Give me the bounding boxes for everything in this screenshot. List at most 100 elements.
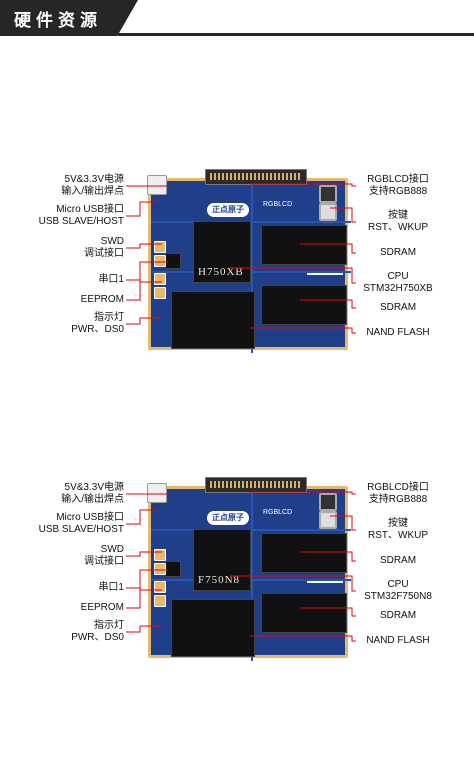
page-title: 硬件资源 <box>14 11 102 31</box>
label-line1: 5V&3.3V电源 <box>64 174 124 185</box>
left-leader-3 <box>126 551 162 557</box>
left-label-5: EEPROM <box>81 294 124 306</box>
header-rule <box>118 33 474 36</box>
right-leader-6 <box>250 635 356 642</box>
label-line2: 输入/输出焊点 <box>61 494 124 505</box>
label-line2: PWR、DS0 <box>71 324 124 335</box>
right-leader-2 <box>330 515 356 531</box>
right-leader-3 <box>300 551 356 562</box>
right-label-3: SDRAM <box>358 247 438 259</box>
right-label-1: RGBLCD接口支持RGB888 <box>358 482 438 506</box>
left-leader-5 <box>126 261 168 301</box>
label-line1: SDRAM <box>379 247 417 258</box>
label-line1: SDRAM <box>379 555 417 566</box>
label-line1: CPU <box>387 271 409 282</box>
label-line2: 支持RGB888 <box>368 494 428 505</box>
connector-silkscreen: RGBLCD <box>263 201 293 208</box>
swd-pin <box>154 255 166 267</box>
label-line2: PWR、DS0 <box>71 632 124 643</box>
label-line1: EEPROM <box>80 602 124 613</box>
label-line1: 按键 <box>388 210 408 221</box>
label-line1: NAND FLASH <box>366 635 430 646</box>
reset-button <box>319 493 337 511</box>
hardware-panel-1: 正点原子 RGBLCD H750XB 5V&3.3V电源输入/输出焊点 Micro… <box>0 169 474 360</box>
label-line1: SWD <box>100 236 124 247</box>
board-arrow <box>307 273 343 275</box>
label-line2: STM32H750XB <box>363 283 433 294</box>
page-header: 硬件资源 <box>0 0 474 36</box>
right-leader-3 <box>300 243 356 254</box>
right-leader-1 <box>250 183 356 187</box>
left-leader-5 <box>126 569 168 609</box>
right-label-5: SDRAM <box>358 302 438 314</box>
cpu-chip: F750N8 <box>193 529 251 591</box>
label-line1: 5V&3.3V电源 <box>64 482 124 493</box>
left-leader-6 <box>126 625 162 633</box>
left-label-4: 串口1 <box>98 582 124 594</box>
header-tab <box>0 0 138 36</box>
label-line2: RST、WKUP <box>368 222 428 233</box>
pcb-board: 正点原子 RGBLCD F750N8 <box>147 477 351 661</box>
pcb-board: 正点原子 RGBLCD H750XB <box>147 169 351 353</box>
right-leader-5 <box>300 607 356 617</box>
sdram-chip-1 <box>261 225 347 265</box>
label-line2: 调试接口 <box>84 248 124 259</box>
right-leader-4 <box>230 575 356 592</box>
swd-pin <box>154 563 166 575</box>
uart-pin <box>154 595 166 607</box>
label-line2: RST、WKUP <box>368 530 428 541</box>
cpu-chip: H750XB <box>193 221 251 283</box>
label-line1: 指示灯 <box>94 312 124 323</box>
label-line2: USB SLAVE/HOST <box>38 216 124 227</box>
label-line1: Micro USB接口 <box>56 512 124 523</box>
left-label-5: EEPROM <box>81 602 124 614</box>
left-leader-2 <box>126 509 158 525</box>
right-label-6: NAND FLASH <box>358 635 438 647</box>
left-leader-4 <box>126 587 162 591</box>
right-leader-5 <box>300 299 356 309</box>
left-leader-4 <box>126 279 162 283</box>
left-label-1: 5V&3.3V电源输入/输出焊点 <box>61 174 124 198</box>
label-line1: SWD <box>100 544 124 555</box>
label-line1: NAND FLASH <box>366 327 430 338</box>
label-line1: 按键 <box>388 518 408 529</box>
label-line2: 调试接口 <box>84 556 124 567</box>
nand-flash-chip <box>171 291 255 349</box>
label-line2: USB SLAVE/HOST <box>38 524 124 535</box>
left-label-1: 5V&3.3V电源输入/输出焊点 <box>61 482 124 506</box>
label-line1: SDRAM <box>379 302 417 313</box>
left-leader-2 <box>126 201 158 217</box>
right-leader-2 <box>330 207 356 223</box>
brand-logo: 正点原子 <box>207 203 249 217</box>
right-label-1: RGBLCD接口支持RGB888 <box>358 174 438 198</box>
label-line1: 指示灯 <box>94 620 124 631</box>
brand-logo: 正点原子 <box>207 511 249 525</box>
label-line1: 串口1 <box>98 582 124 593</box>
label-line2: 支持RGB888 <box>368 186 428 197</box>
nand-flash-chip <box>171 599 255 657</box>
label-line1: EEPROM <box>80 294 124 305</box>
label-line2: STM32F750N8 <box>364 591 432 602</box>
label-line1: 串口1 <box>98 274 124 285</box>
connector-silkscreen: RGBLCD <box>263 509 293 516</box>
left-leader-3 <box>126 243 162 249</box>
cpu-chip-text: H750XB <box>198 266 244 278</box>
leader-lines <box>126 183 356 334</box>
right-leader-1 <box>250 491 356 495</box>
right-leader-4 <box>230 267 356 284</box>
uart-pin <box>154 287 166 299</box>
sdram-chip-1 <box>261 533 347 573</box>
cpu-chip-text: F750N8 <box>198 574 241 586</box>
sdram-chip-2 <box>261 285 347 325</box>
left-leader-6 <box>126 317 162 325</box>
right-leader-6 <box>250 327 356 334</box>
